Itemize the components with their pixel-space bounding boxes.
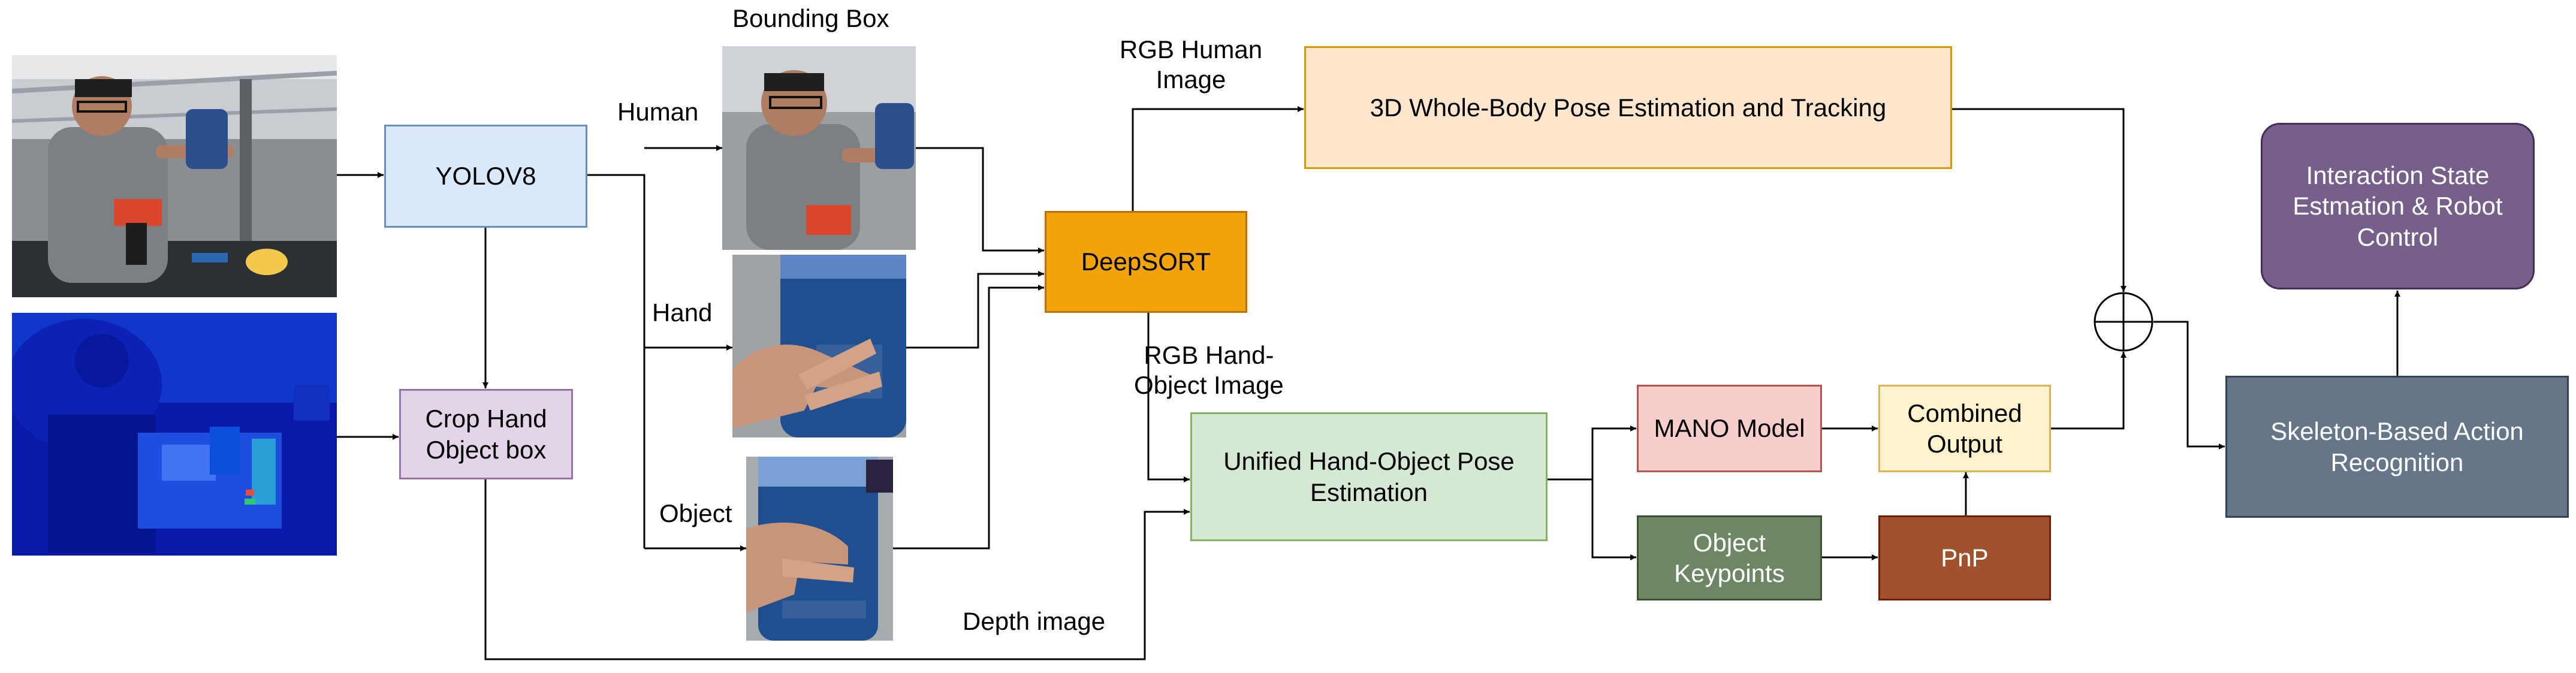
unified-pose-box: Unified Hand-Object Pose Estimation — [1190, 412, 1548, 541]
arrow-pose3d-to-sum — [1952, 108, 2126, 292]
arrow-unified-to-mano — [1591, 425, 1636, 479]
arrow-combined-to-sum — [2051, 352, 2126, 430]
human-label: Human — [617, 98, 699, 126]
action-recognition-box: Skeleton-Based Action Recognition — [2225, 376, 2569, 518]
object-crop-photo — [746, 457, 893, 641]
depth-image-label: Depth image — [963, 607, 1106, 635]
hand-label: Hand — [652, 298, 713, 327]
mano-model-box: MANO Model — [1637, 385, 1822, 472]
pose3d-box: 3D Whole-Body Pose Estimation and Tracki… — [1304, 46, 1952, 169]
object-keypoints-box: Object Keypoints — [1637, 515, 1822, 600]
arrow-human-to-deepsort — [916, 147, 1044, 253]
rgb-human-image-label: RGB Human Image — [1120, 35, 1263, 94]
line-yolo-branch — [587, 174, 645, 548]
arrow-deepsort-to-unified — [1147, 313, 1190, 482]
arrow-deepsort-to-pose3d — [1132, 106, 1304, 211]
arrow-sum-to-action — [2153, 321, 2225, 449]
human-crop-photo — [722, 46, 916, 250]
object-label: Object — [659, 499, 732, 527]
rgb-hand-object-image-label: RGB Hand- Object Image — [1134, 341, 1284, 400]
combined-output-box: Combined Output — [1878, 385, 2051, 472]
arrow-hand-to-deepsort — [906, 271, 1044, 349]
crop-hand-object-box: Crop Hand Object box — [399, 389, 573, 479]
deepsort-box: DeepSORT — [1045, 211, 1247, 313]
yolo-box: YOLOV8 — [384, 125, 587, 228]
arrow-crop-to-unified — [484, 479, 1190, 660]
arrow-object-to-deepsort — [893, 285, 1044, 550]
pnp-box: PnP — [1878, 515, 2051, 600]
depth-input-photo — [12, 313, 337, 556]
interaction-control-box: Interaction State Estmation & Robot Cont… — [2261, 123, 2535, 289]
rgb-input-photo — [12, 55, 337, 297]
sum-node — [2094, 292, 2153, 352]
hand-crop-photo — [732, 255, 906, 437]
bounding-box-label: Bounding Box — [732, 4, 889, 32]
arrow-unified-to-keypoints — [1591, 479, 1636, 560]
